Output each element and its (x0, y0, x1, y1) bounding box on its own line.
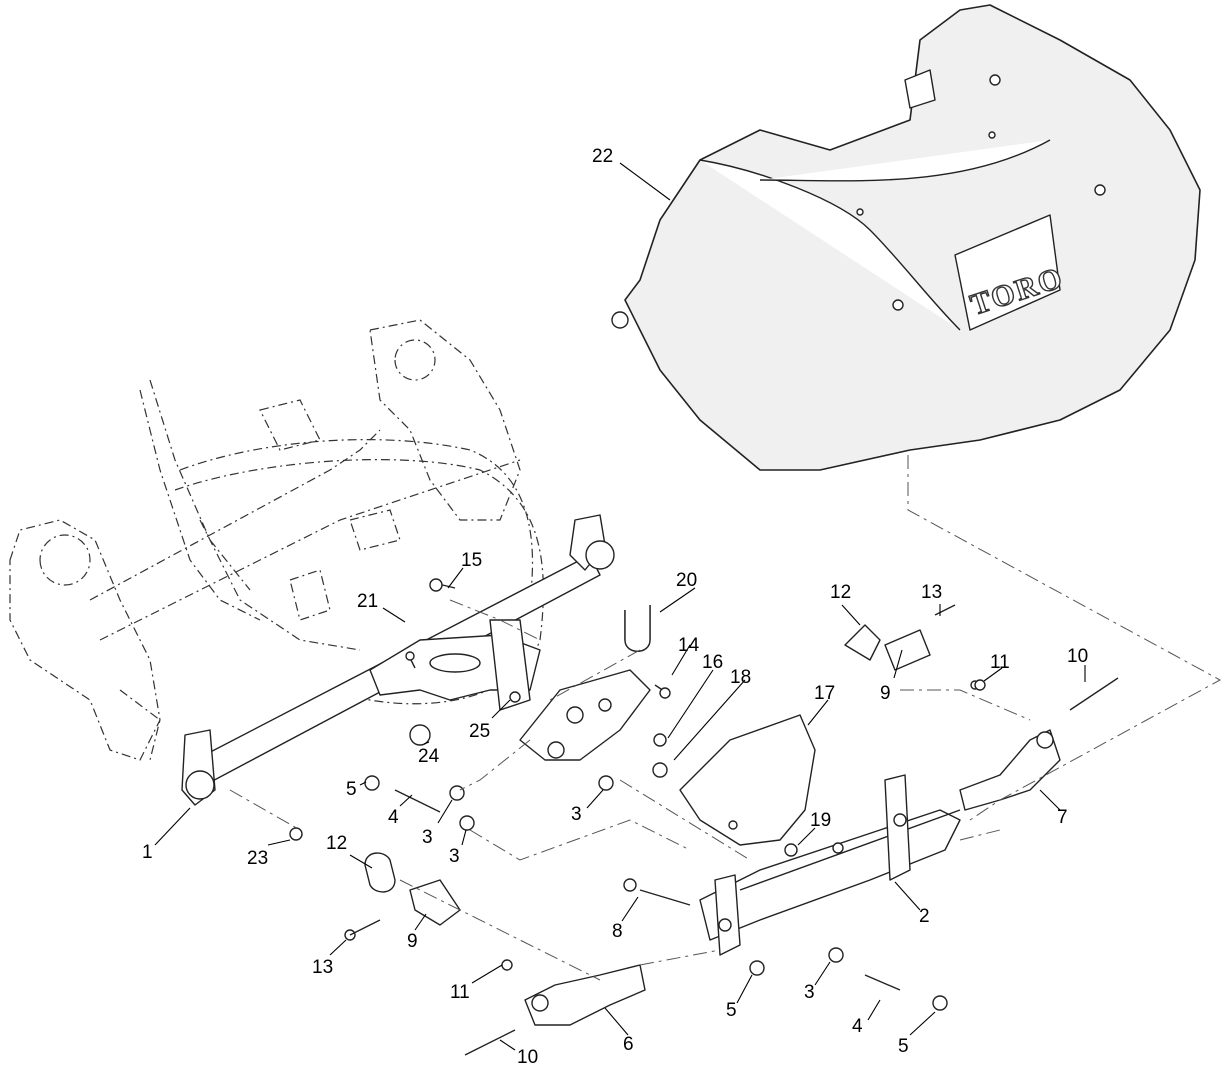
callout-16: 16 (702, 652, 723, 673)
side-bracket (519, 669, 671, 778)
callout-9: 9 (880, 683, 891, 704)
callout-9: 9 (407, 931, 418, 952)
callout-20: 20 (676, 570, 697, 591)
callout-10: 10 (517, 1047, 538, 1068)
callout-1: 1 (142, 842, 153, 863)
leader-lines (154, 162, 1086, 1051)
fasteners (289, 679, 986, 1011)
callout-4: 4 (388, 807, 399, 828)
callout-2: 2 (919, 906, 930, 927)
callout-17: 17 (814, 683, 835, 704)
callout-3: 3 (571, 804, 582, 825)
callout-4: 4 (852, 1016, 863, 1037)
callout-25: 25 (469, 721, 490, 742)
callout-15: 15 (461, 550, 482, 571)
callout-13: 13 (312, 957, 333, 978)
callout-6: 6 (623, 1034, 634, 1055)
callout-21: 21 (357, 591, 378, 612)
callout-3: 3 (449, 846, 460, 867)
shield (679, 714, 816, 857)
callout-23: 23 (247, 848, 268, 869)
callout-5: 5 (346, 779, 357, 800)
ghost-frame (9, 319, 544, 761)
callout-10: 10 (1067, 646, 1088, 667)
left-lever (364, 852, 461, 926)
u-bolt (624, 605, 651, 652)
callout-24: 24 (418, 746, 440, 767)
callout-14: 14 (678, 635, 700, 656)
callout-12: 12 (830, 582, 851, 603)
callout-22: 22 (592, 146, 613, 167)
right-lift-arm (844, 604, 1119, 811)
callout-11: 11 (990, 652, 1010, 673)
callout-13: 13 (921, 582, 942, 603)
callout-8: 8 (612, 921, 623, 942)
callout-5: 5 (726, 1000, 737, 1021)
roller-bracket (699, 774, 961, 956)
callout-labels: 22 15 21 20 12 13 14 16 18 17 11 10 9 25… (142, 146, 1088, 1068)
callout-5: 5 (898, 1036, 909, 1057)
center-mount (369, 578, 541, 746)
callout-3: 3 (804, 982, 815, 1003)
hood-cover: TORO (611, 4, 1201, 471)
callout-7: 7 (1057, 807, 1068, 828)
callout-3: 3 (422, 827, 433, 848)
callout-18: 18 (730, 667, 751, 688)
callout-19: 19 (810, 810, 831, 831)
callout-11: 11 (450, 982, 470, 1003)
left-lift-arm (464, 964, 646, 1056)
callout-12: 12 (326, 833, 347, 854)
assembly-lines (229, 455, 1222, 981)
